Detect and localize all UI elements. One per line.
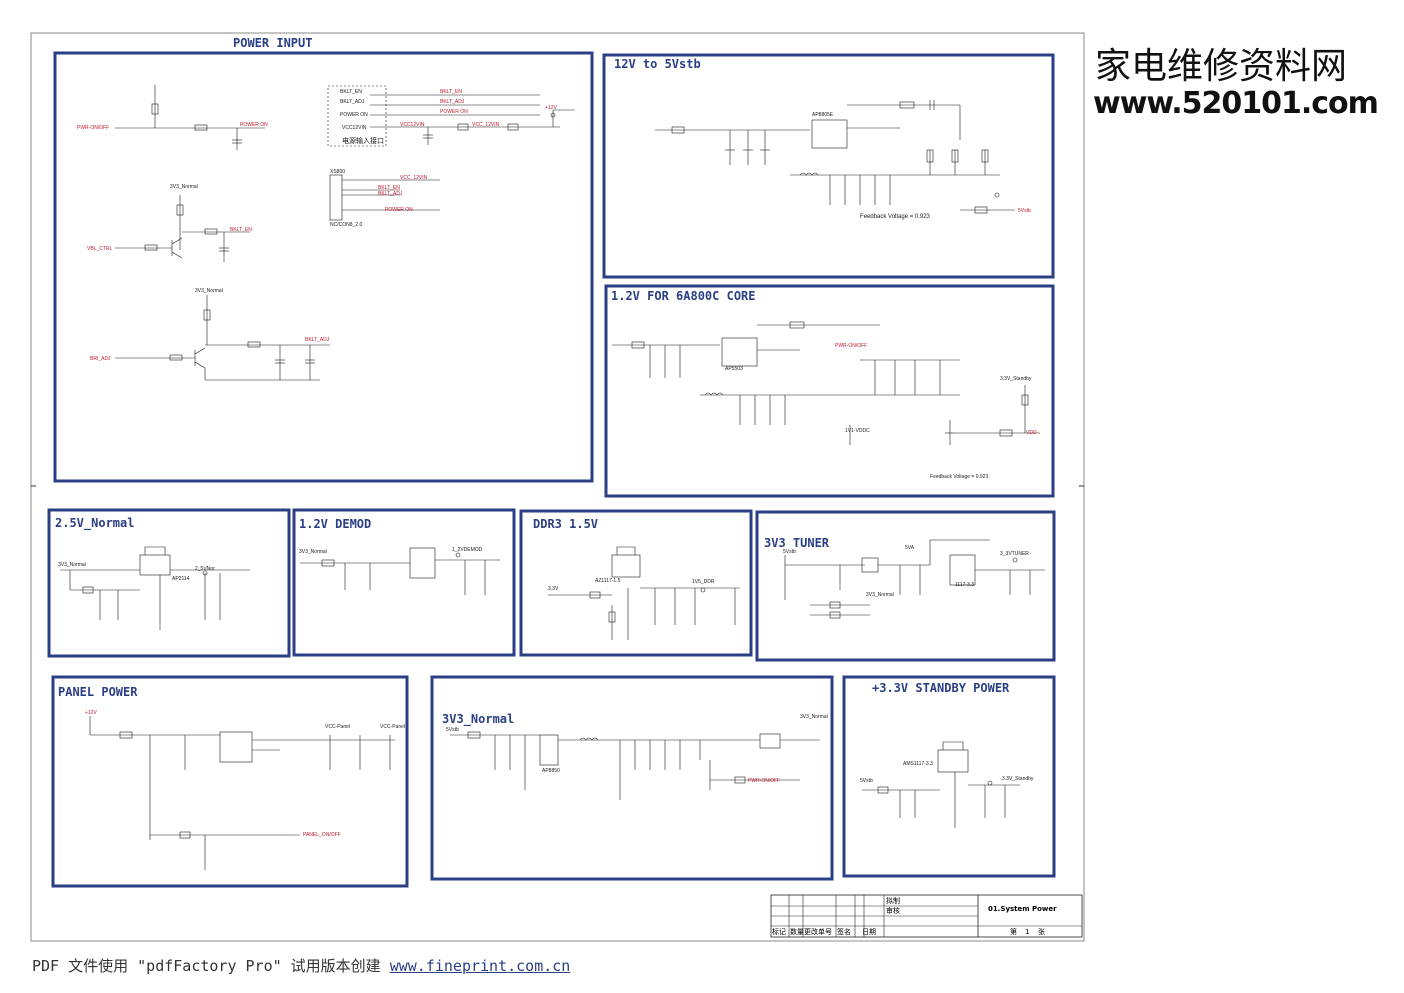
footer-link[interactable]: www.fineprint.com.cn xyxy=(389,957,571,975)
watermark-url: www.520101.com xyxy=(1093,86,1378,121)
net-plus12v: +12V xyxy=(545,105,557,111)
net-5va: 5VA xyxy=(905,545,915,551)
net-3v3-standby-1: 3.3V_Standby xyxy=(1000,376,1032,382)
title-col-qty: 数量 xyxy=(790,927,804,936)
title-page-num: 1 xyxy=(1025,928,1029,936)
net-vcc-12vin-2: VCC_12VIN xyxy=(400,175,428,181)
net-3v3-standby-2: 3.3V_Standby xyxy=(1002,776,1034,782)
net-1v5-ddr: 1V5_DDR xyxy=(692,579,715,585)
ic-1117-3v3: 1117-3.3 xyxy=(955,582,974,588)
block-title-demod: 1.2V DEMOD xyxy=(299,517,371,531)
net-bklt-en-2: BKLT_EN xyxy=(440,89,462,95)
watermark-chinese: 家电维修资料网 xyxy=(1095,46,1347,87)
title-page-prefix: 第 xyxy=(1010,927,1017,936)
feedback-5vstb: Feedback Voltage = 0.923 xyxy=(860,214,931,220)
title-col-sign: 签名 xyxy=(837,927,851,936)
connector-cn-label: 电源输入接口 xyxy=(342,136,384,145)
net-bklt-en-4: BKLT_EN xyxy=(230,227,252,233)
block-title-power-input: POWER INPUT xyxy=(233,36,312,50)
net-bklt-en-3: BKLT_EN xyxy=(378,185,400,191)
block-1v2-demod: 1.2V DEMOD 3V3_Normal 1_2VDEMOD xyxy=(292,508,516,657)
block-title-panel: PANEL POWER xyxy=(58,685,138,699)
net-1v1-vddc: 1V1-VDDC xyxy=(845,428,870,434)
net-bklt-adj-4: BKLT_ADJ xyxy=(305,337,330,343)
net-power-on-2: POWER ON xyxy=(340,112,368,118)
feedback-core: Feedback Voltage = 0.923 xyxy=(930,474,988,480)
connector-ref: XS800 xyxy=(330,169,345,175)
block-3v3-tuner: 3V3 TUNER 5Vstb 5VA 3_3VTUNER 1117-3.3 3… xyxy=(755,510,1056,662)
net-power-on-3: POWER ON xyxy=(440,109,468,115)
block-title-1v2-core: 1.2V FOR 6A800C CORE xyxy=(611,289,756,303)
net-3v3-normal-3: 3V3_Normal xyxy=(58,562,86,568)
net-bklt-en-1: BKLT_EN xyxy=(340,89,362,95)
block-title-3v3-normal: 3V3_Normal xyxy=(442,712,514,727)
block-12v-to-5vstb: 12V to 5Vstb AP8805E 5Vstb Feedback Volt… xyxy=(602,53,1055,279)
title-block: 拟制 审核 01.System Power 第 1 张 标记 数量 更改单号 签… xyxy=(770,894,1083,938)
net-3v3-normal-5: 3V3_Normal xyxy=(866,592,894,598)
net-1v2-demod: 1_2VDEMOD xyxy=(452,547,483,553)
net-bri-adj: BRI_ADJ xyxy=(90,356,111,362)
net-2v5-nor: 2_5VNor xyxy=(195,566,215,572)
net-5vstb: 5Vstb xyxy=(1018,208,1031,214)
net-3v3-normal-2: 3V3_Normal xyxy=(195,288,223,294)
block-3v3-standby: +3.3V STANDBY POWER AMS1117-3.3 5Vstb 3.… xyxy=(842,675,1056,878)
net-5vstb-4: 5Vstb xyxy=(860,778,873,784)
net-bklt-adj-2: BKLT_ADJ xyxy=(440,99,465,105)
connector-part: NC/CON8_2.0 xyxy=(330,222,362,228)
net-vcc-12vin: VCC_12VIN xyxy=(472,122,500,128)
ic-ap5503-label: AP5503 xyxy=(725,366,743,372)
net-3v3-normal-1: 3V3_Normal xyxy=(170,184,198,190)
net-vbl-ctrl: VBL_CTRL xyxy=(87,246,113,252)
net-vcc-panel-1: VCC-Panel xyxy=(325,724,350,730)
net-vcc12vin-2: VCC12VIN xyxy=(400,122,425,128)
net-3v3-ddr: 3.3V xyxy=(548,586,559,592)
net-power-on-4: POWER ON xyxy=(385,207,413,213)
title-col-date: 日期 xyxy=(862,928,876,936)
ic-ams1117: AMS1117-3.3 xyxy=(903,761,933,767)
title-review: 审核 xyxy=(886,906,900,915)
title-page-suffix: 张 xyxy=(1038,927,1045,936)
sheet-border xyxy=(30,32,1085,942)
block-1v2-core: 1.2V FOR 6A800C CORE AP5503 VDD 3.3V_Sta… xyxy=(604,284,1055,498)
ic-ap8805-label: AP8805E xyxy=(812,112,834,118)
net-pwr-onoff-3: PWR-ON/OFF xyxy=(748,778,780,784)
block-title-ddr3: DDR3 1.5V xyxy=(533,517,598,531)
net-pwr-onoff-2: PWR-ON/OFF xyxy=(835,343,867,349)
net-3v3-normal-4: 3V3_Normal xyxy=(299,549,327,555)
title-col-mark: 标记 xyxy=(772,927,786,936)
net-panel-onoff: PANEL_ON/OFF xyxy=(303,832,341,838)
net-5vstb-3: 5Vstb xyxy=(446,727,459,733)
block-title-standby: +3.3V STANDBY POWER xyxy=(872,681,1010,695)
ic-ap8850: AP8850 xyxy=(542,768,560,774)
block-title-12v-5vstb: 12V to 5Vstb xyxy=(614,57,701,71)
net-power-on-1: POWER ON xyxy=(240,122,268,128)
ic-az1117-label: AZ1117-1.5 xyxy=(595,578,621,584)
net-5vstb-2: 5Vstb xyxy=(783,549,796,555)
net-3v3-normal-6: 3V3_Normal xyxy=(800,714,828,720)
block-ddr3-1v5: DDR3 1.5V 3.3V AZ1117-1.5 1V5_DDR xyxy=(519,509,753,657)
block-power-input: POWER INPUT xyxy=(53,36,594,483)
title-sheet-name: 01.System Power xyxy=(988,905,1057,913)
net-vcc12vin-1: VCC12VIN xyxy=(342,125,367,131)
block-title-tuner: 3V3 TUNER xyxy=(764,536,830,550)
footer-text: PDF 文件使用 "pdfFactory Pro" 试用版本创建 xyxy=(32,957,390,975)
block-title-2v5: 2.5V_Normal xyxy=(55,516,134,531)
ic-ap2114-label: AP2114 xyxy=(172,576,190,582)
title-col-change: 更改单号 xyxy=(804,927,832,936)
net-vcc-panel-2: VCC-Panel xyxy=(380,724,405,730)
watermark: 家电维修资料网 www.520101.com xyxy=(1093,46,1379,121)
net-vdd: VDD xyxy=(1026,430,1037,436)
block-panel-power: PANEL POWER +12V VCC-Panel VCC-Panel PAN… xyxy=(51,675,409,888)
net-bklt-adj-1: BKLT_ADJ xyxy=(340,99,365,105)
net-bklt-adj-3: BKLT_ADJ xyxy=(378,191,403,197)
title-draw: 拟制 xyxy=(886,896,900,905)
block-2v5-normal: 2.5V_Normal 3V3_Normal AP2114 2_5VNor xyxy=(47,508,291,658)
block-3v3-normal: 3V3_Normal AP8850 5Vstb 3V3_Normal PWR-O… xyxy=(430,675,834,881)
net-plus12v-2: +12V xyxy=(85,710,97,716)
pdf-footer: PDF 文件使用 "pdfFactory Pro" 试用版本创建 www.fin… xyxy=(32,955,570,976)
net-3v3-tuner: 3_3VTUNER xyxy=(1000,551,1029,557)
net-pwr-onoff: PWR-ON/OFF xyxy=(77,125,109,131)
